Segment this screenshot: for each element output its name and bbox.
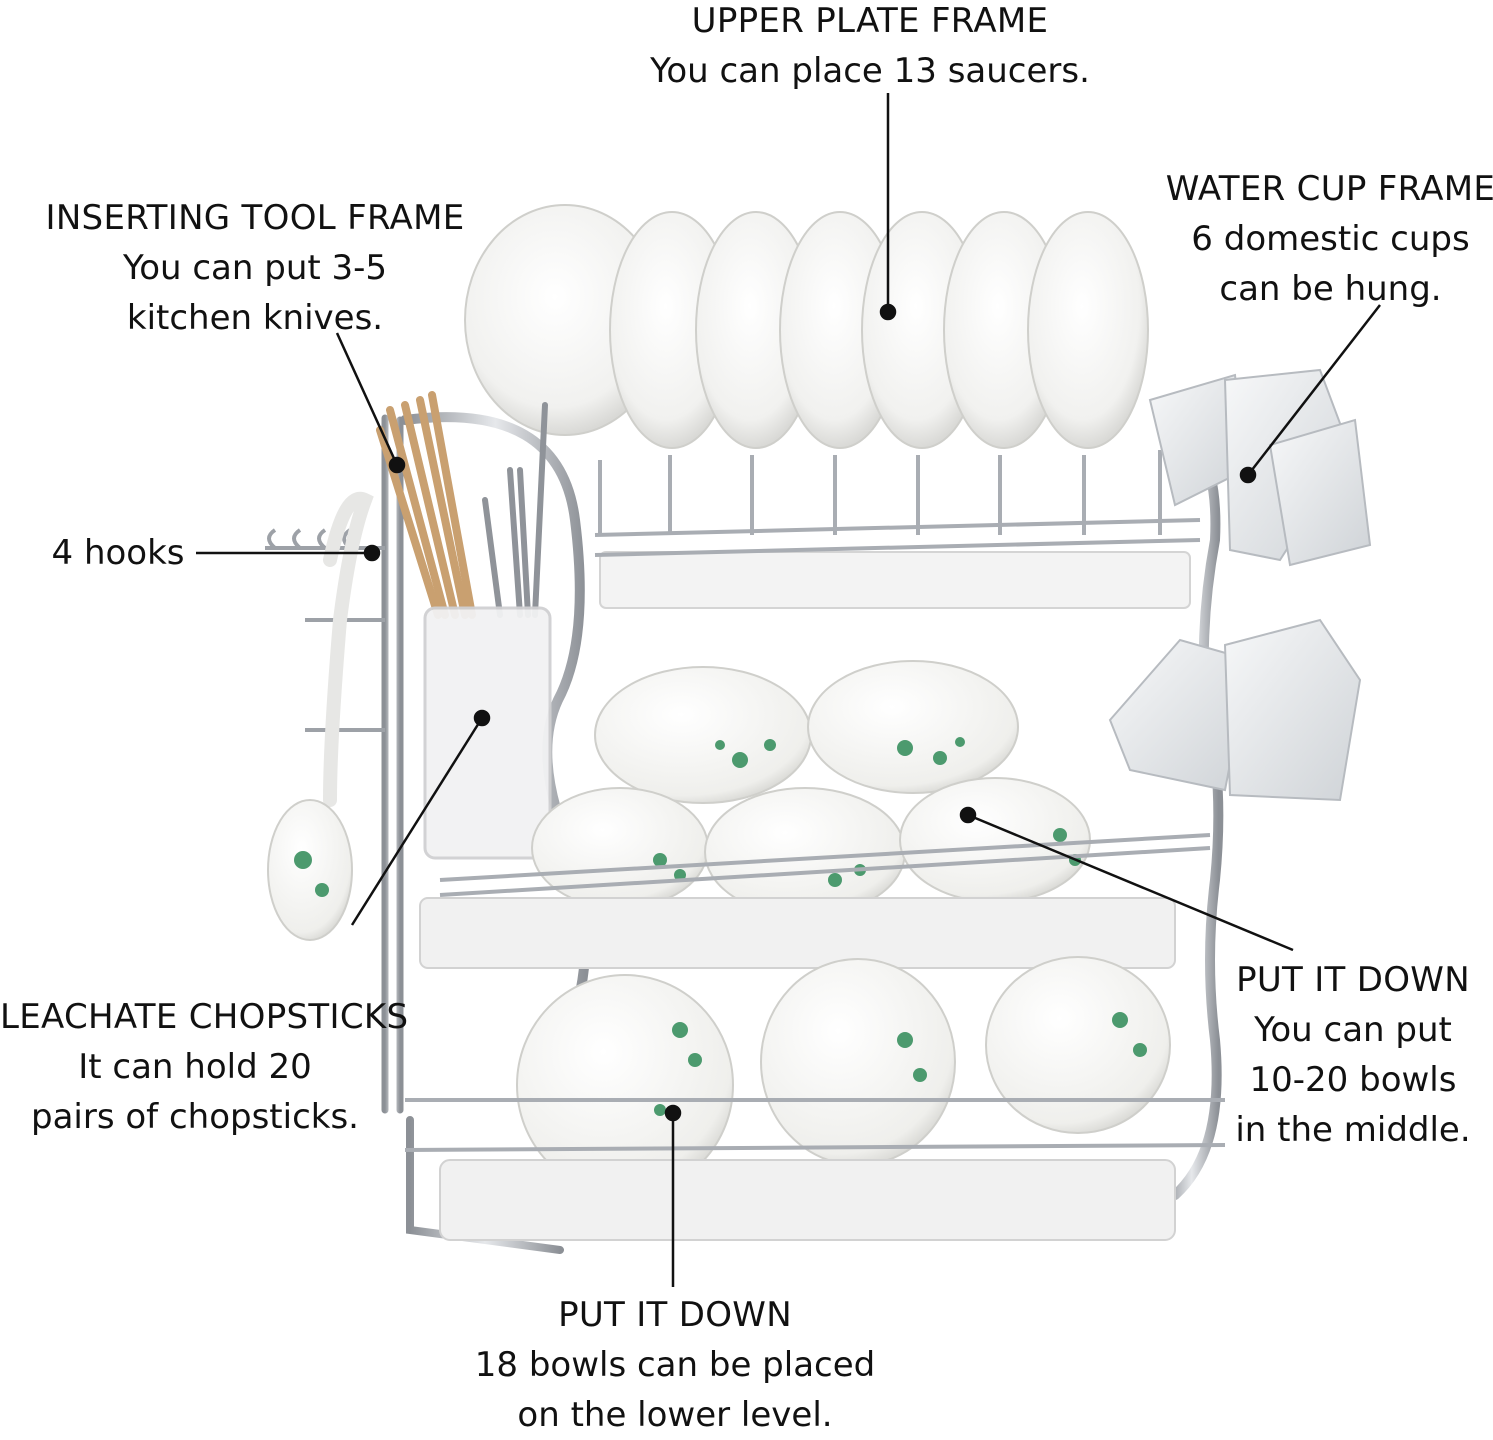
callout-heading: INSERTING TOOL FRAME [45,198,465,238]
callout-upper-plate-frame: UPPER PLATE FRAME You can place 13 sauce… [560,0,1180,96]
callout-heading: 4 hooks [51,533,185,573]
middle-drip-tray [419,897,1176,969]
callout-text: 10-20 bowls [1249,1060,1457,1100]
callout-text: pairs of chopsticks. [31,1097,359,1137]
callout-text: 6 domestic cups [1191,219,1470,259]
callout-text: 18 bowls can be placed [474,1345,876,1385]
callout-text: You can put 3-5 [122,248,388,288]
callout-text: kitchen knives. [126,298,384,338]
bowl [985,956,1171,1134]
bowl [594,666,812,804]
bowl [807,660,1019,794]
plates-group [464,204,1149,449]
callout-water-cup-frame: WATER CUP FRAME 6 domestic cups can be h… [1158,164,1493,314]
cutlery [482,402,548,618]
callout-text: It can hold 20 [78,1047,312,1087]
chopstick-holder [423,606,552,860]
lower-drip-tray [439,1159,1176,1241]
glass-cup [1223,618,1362,802]
callout-heading: LEACHATE CHOPSTICKS [0,997,409,1037]
callout-middle-level: PUT IT DOWN You can put 10-20 bowls in t… [1218,955,1488,1155]
callout-heading: WATER CUP FRAME [1165,169,1493,209]
glass-cups [1108,368,1372,802]
serving-spoon [267,491,374,941]
bowl [531,787,709,909]
callout-heading: PUT IT DOWN [1236,960,1470,1000]
callout-text: in the middle. [1235,1110,1471,1150]
callout-lower-level: PUT IT DOWN 18 bowls can be placed on th… [470,1290,880,1440]
callout-heading: PUT IT DOWN [558,1295,792,1335]
upper-wire-basket [594,450,1201,557]
middle-wire-basket [439,833,1211,897]
bowl [760,958,956,1166]
chopsticks [376,391,476,619]
callout-inserting-tool-frame: INSERTING TOOL FRAME You can put 3-5 kit… [30,193,480,343]
middle-bowls [531,660,1091,917]
glass-cup [1268,418,1372,567]
callout-text: can be hung. [1219,269,1442,309]
lower-wire-basket [404,1098,1226,1152]
callout-hooks: 4 hooks [38,528,198,578]
callout-leachate-chopsticks: LEACHATE CHOPSTICKS It can hold 20 pairs… [0,992,409,1142]
upper-drip-tray [599,551,1191,609]
callout-text: on the lower level. [517,1395,833,1435]
bowl [704,787,906,917]
callout-heading: UPPER PLATE FRAME [691,1,1049,41]
callout-text: You can put [1254,1010,1452,1050]
callout-lines [196,93,1381,1287]
callout-text: You can place 13 saucers. [650,51,1090,91]
plate [1027,211,1149,449]
